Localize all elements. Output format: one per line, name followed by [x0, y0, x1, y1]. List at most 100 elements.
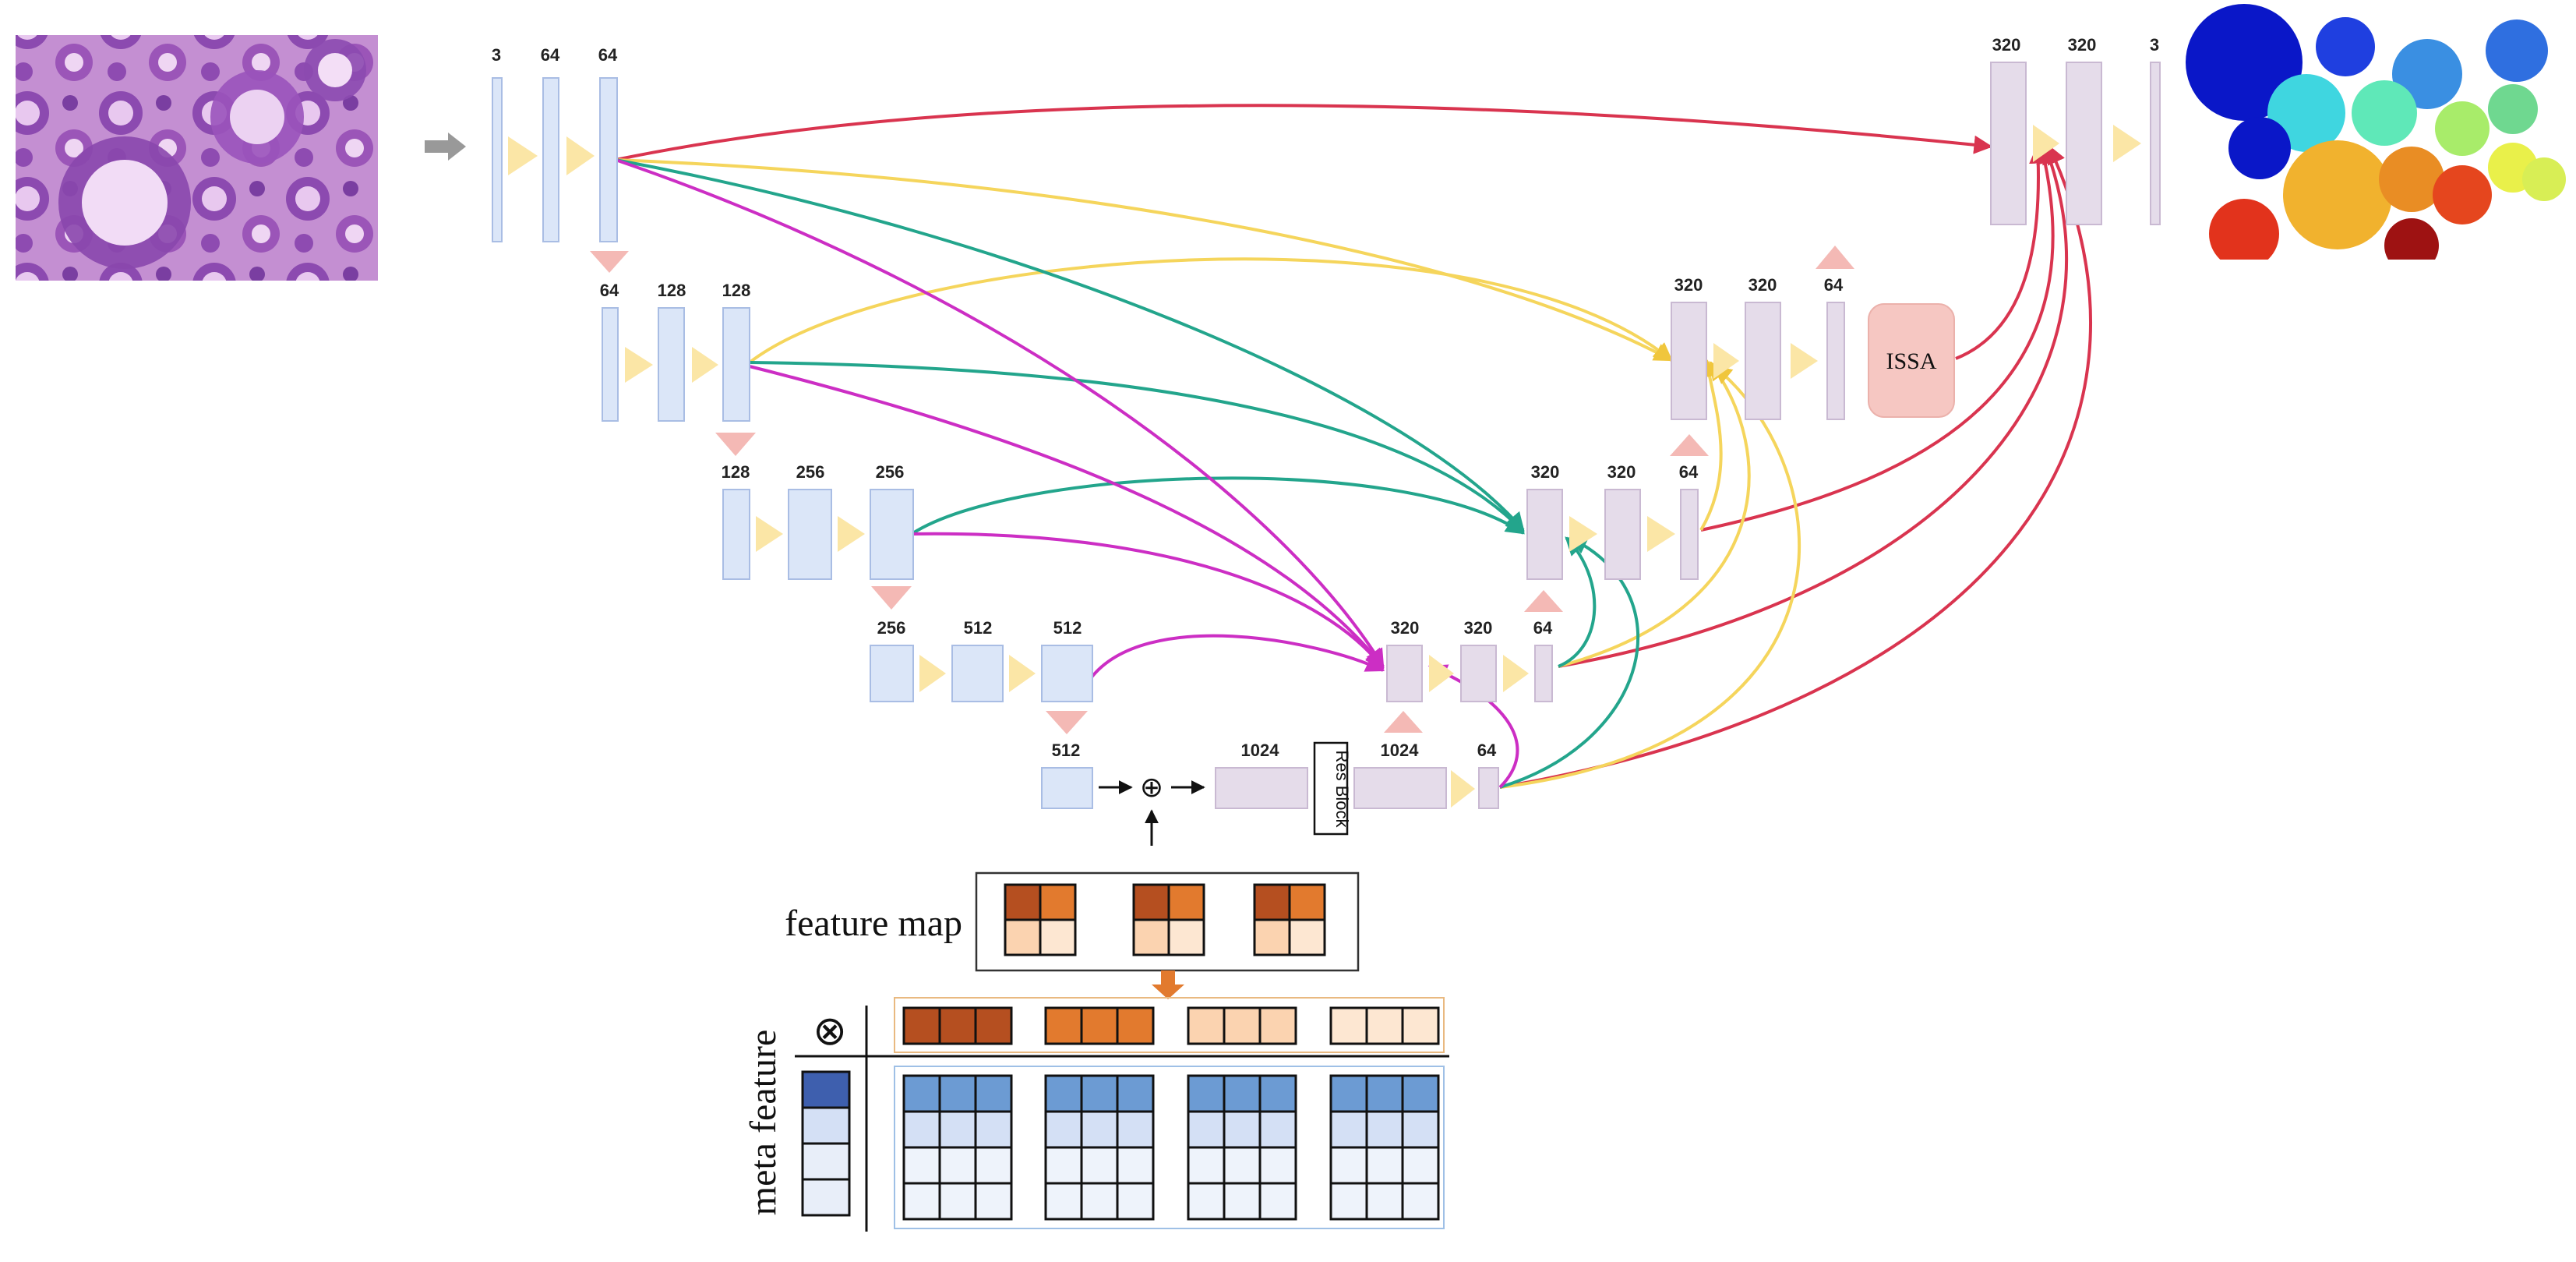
conv-arrow [2113, 125, 2141, 162]
level-2-encoder: 64 128 128 [600, 281, 756, 456]
channel-label: 320 [2068, 35, 2097, 55]
feature-map-label: feature map [785, 903, 962, 944]
product-cell [1116, 1110, 1155, 1149]
conv-arrow [508, 136, 538, 175]
fusion-panel: feature map ⊗ meta feature [743, 871, 1449, 1232]
feature-cell [1288, 883, 1326, 921]
product-cell [1044, 1182, 1083, 1221]
channel-label: 3 [492, 45, 501, 65]
feature-cell [1004, 883, 1042, 921]
feature-cell [938, 1006, 977, 1045]
feature-cell [1039, 883, 1077, 921]
product-cell [1365, 1146, 1404, 1185]
conv-arrow [1569, 516, 1597, 552]
feature-block [599, 77, 618, 242]
feature-cell [1288, 918, 1326, 956]
upsample-marker [1524, 590, 1563, 612]
product-cell [1044, 1074, 1083, 1113]
feature-block [951, 645, 1004, 702]
feature-cell [1167, 918, 1205, 956]
conv-arrow [1429, 655, 1454, 692]
feature-block [1386, 645, 1423, 702]
product-cell [1329, 1182, 1368, 1221]
product-cell [902, 1182, 941, 1221]
feature-cell [1365, 1006, 1404, 1045]
channel-label: 320 [1391, 618, 1420, 638]
skip-magenta-bottleneck-to-d4 [1427, 664, 1519, 789]
product-cell [1187, 1074, 1226, 1113]
output-segmentation-map [2186, 4, 2566, 275]
skip-green-d4-to-d3 [1558, 536, 1597, 668]
product-cell [1116, 1074, 1155, 1113]
feature-cell [1132, 883, 1170, 921]
skip-red-d3-to-d1 [1558, 144, 2068, 668]
product-cell [1044, 1110, 1083, 1149]
product-cell [1080, 1182, 1119, 1221]
meta-feature-label: meta feature [743, 1030, 784, 1216]
product-cell [1116, 1182, 1155, 1221]
feature-cell [1187, 1006, 1226, 1045]
channel-label: 64 [1533, 618, 1553, 638]
feature-cell [1039, 918, 1077, 956]
product-cell [1187, 1110, 1226, 1149]
feature-cell [1116, 1006, 1155, 1045]
conv-arrow [1009, 655, 1036, 692]
channel-label: 256 [796, 462, 825, 482]
channel-label: 320 [1607, 462, 1636, 482]
channel-label: 3 [2150, 35, 2159, 55]
skip-connections [615, 104, 2092, 789]
feature-block [658, 307, 685, 422]
feature-block [1353, 767, 1447, 809]
feature-block [1826, 302, 1845, 420]
conv-arrow [1647, 516, 1675, 552]
conv-arrow [1713, 343, 1739, 379]
feature-cell [1258, 1006, 1297, 1045]
feature-cell [1132, 918, 1170, 956]
flattened-feature-row [902, 1006, 1440, 1045]
product-grid-frame [894, 1066, 1445, 1229]
skip-yellow-l1-to-d2 [615, 158, 1674, 362]
feature-block [870, 489, 914, 580]
meta-cell [801, 1106, 851, 1145]
resblock-box [1313, 741, 1349, 836]
skip-red-d2-to-d1 [1700, 144, 2055, 532]
channel-label: 320 [1674, 275, 1703, 295]
conv-arrow [2033, 125, 2059, 162]
product-cell [902, 1110, 941, 1149]
feature-block [1041, 645, 1093, 702]
product-cell [1365, 1182, 1404, 1221]
meta-cell [801, 1142, 851, 1181]
channel-label: 64 [1824, 275, 1844, 295]
skip-magenta-l2-to-d4 [749, 365, 1385, 668]
pool-down-marker [715, 433, 756, 456]
level-3-encoder: 128 256 256 [722, 462, 914, 610]
feature-cell [1329, 1006, 1368, 1045]
decoder-level-3: 320 320 64 [1526, 434, 1709, 580]
feature-cell [974, 1006, 1013, 1045]
product-cell [1080, 1110, 1119, 1149]
channel-label: 128 [722, 281, 751, 300]
product-cell [1187, 1182, 1226, 1221]
product-cell [1223, 1110, 1262, 1149]
level-1-encoder: 3 64 64 [492, 45, 629, 273]
conv-arrow [756, 516, 783, 552]
product-cell [1223, 1182, 1262, 1221]
channel-label: 512 [1053, 618, 1082, 638]
channel-label: 256 [877, 618, 906, 638]
flatten-arrow [1152, 970, 1184, 999]
feature-block [1478, 767, 1499, 809]
product-cell [1401, 1182, 1440, 1221]
feature-block [1604, 489, 1641, 580]
product-cell [1080, 1146, 1119, 1185]
upsample-marker [1816, 246, 1854, 269]
skip-magenta-l4-to-d4 [1089, 634, 1385, 680]
decoder-level-1: 320 320 3 [1990, 35, 2161, 225]
product-cell [1401, 1074, 1440, 1113]
resblock-label: Res Block [1332, 750, 1352, 828]
skip-red-bottleneck-to-d1 [1499, 144, 2092, 789]
product-cell [1365, 1074, 1404, 1113]
conv-arrow [1451, 770, 1475, 808]
product-cell [1044, 1146, 1083, 1185]
feature-map-tiles [1004, 883, 1326, 956]
